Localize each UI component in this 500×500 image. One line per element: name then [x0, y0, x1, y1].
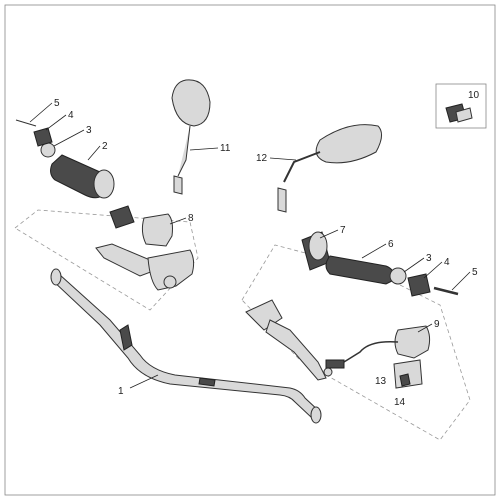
left-mirror-part-11 [171, 79, 211, 195]
left-lever-dashed-outline [14, 209, 199, 311]
callout-1: 1 [118, 386, 124, 397]
callout-5-left: 5 [54, 98, 60, 109]
right-bar-end-part-4 [407, 273, 431, 297]
callout-4-left: 4 [68, 110, 74, 121]
part-13-14-fasteners [393, 359, 423, 389]
left-spacer-part-3 [40, 142, 56, 158]
diagram-frame [4, 4, 496, 496]
callout-10: 10 [468, 90, 480, 101]
left-screw-part-5 [15, 119, 37, 127]
left-bar-end-part-4 [33, 127, 53, 147]
right-spacer-part-3 [389, 267, 407, 285]
right-lever-assembly [245, 299, 333, 381]
switch-housing-part-9 [325, 325, 431, 369]
handlebar-part-1 [50, 268, 322, 424]
callout-3-right: 3 [426, 253, 432, 264]
left-small-switch [109, 205, 135, 229]
callout-3-left: 3 [86, 125, 92, 136]
callout-7: 7 [340, 225, 346, 236]
callout-5-right: 5 [472, 267, 478, 278]
callout-2: 2 [102, 141, 108, 152]
left-grip-part-2 [50, 154, 115, 199]
clamp-part-8 [141, 213, 173, 247]
right-screw-part-5 [433, 286, 459, 296]
callout-6: 6 [388, 239, 394, 250]
callout-14: 14 [394, 397, 406, 408]
callout-11: 11 [220, 143, 231, 154]
right-mirror-part-12 [277, 124, 382, 213]
callout-12: 12 [256, 153, 268, 164]
right-grip-part-6 [325, 255, 395, 285]
callout-8: 8 [188, 213, 194, 224]
left-lever-assembly [95, 243, 195, 291]
callout-9: 9 [434, 319, 440, 330]
clip-part-10 [435, 83, 487, 129]
callout-13: 13 [375, 376, 387, 387]
callout-4-right: 4 [444, 257, 450, 268]
right-lever-dashed-outline [241, 244, 471, 441]
